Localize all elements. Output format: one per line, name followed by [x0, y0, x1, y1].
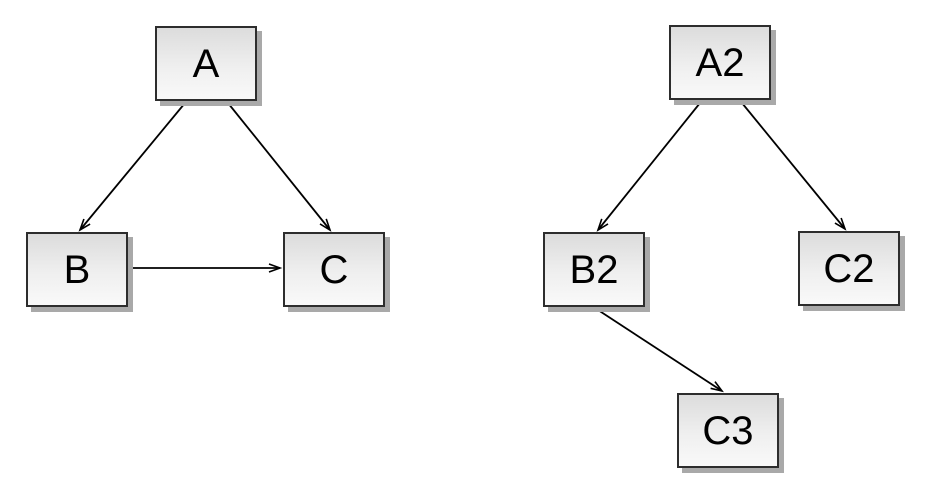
edge-a2-to-c2[interactable] — [741, 102, 847, 231]
edge-a-to-b[interactable] — [78, 102, 186, 232]
edge-a2-to-b2[interactable] — [596, 102, 701, 232]
node-b-label: B — [63, 247, 91, 292]
edge-b2-to-c3[interactable] — [594, 307, 724, 393]
node-a-label: A — [192, 41, 220, 86]
node-c3[interactable]: C3 — [677, 393, 779, 468]
node-b[interactable]: B — [26, 232, 128, 307]
node-c-label: C — [319, 247, 349, 292]
node-c[interactable]: C — [283, 232, 385, 307]
node-b2-label: B2 — [569, 247, 619, 292]
node-c2[interactable]: C2 — [798, 231, 900, 306]
node-a2-label: A2 — [695, 40, 745, 85]
node-b2[interactable]: B2 — [543, 232, 645, 307]
node-c2-label: C2 — [823, 246, 875, 291]
edge-a-to-c[interactable] — [227, 102, 332, 232]
node-a[interactable]: A — [155, 26, 257, 101]
node-c3-label: C3 — [702, 408, 754, 453]
node-a2[interactable]: A2 — [669, 25, 771, 100]
